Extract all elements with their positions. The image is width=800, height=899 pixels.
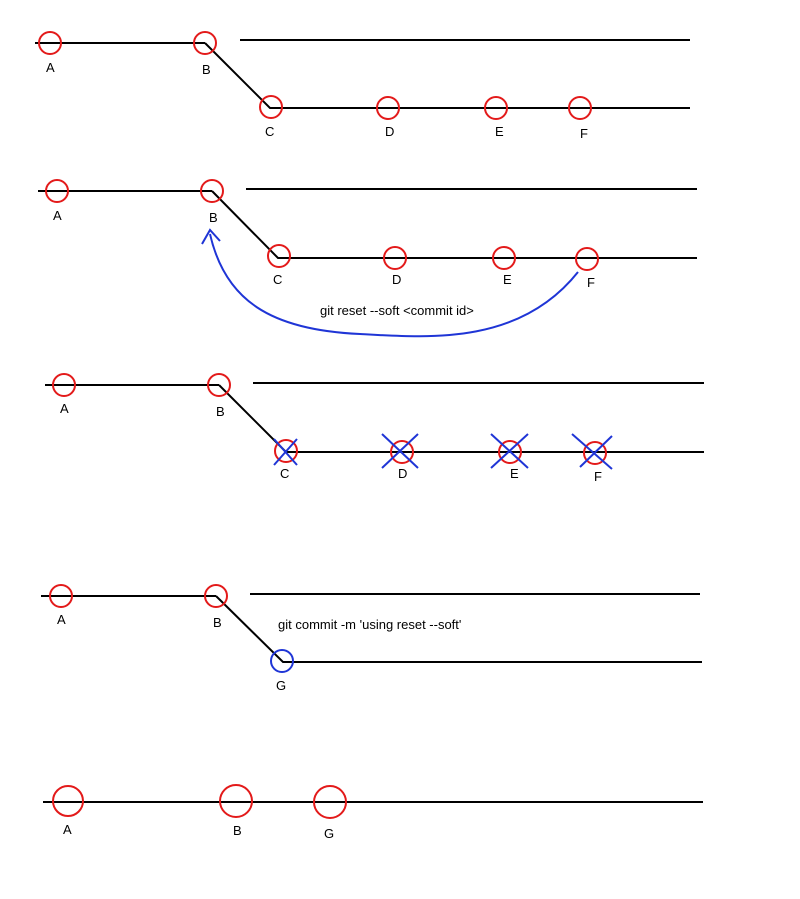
commit-label-g: G — [276, 678, 286, 693]
commit-label-a: A — [63, 822, 72, 837]
commit-label-a: A — [60, 401, 69, 416]
commit-label-b: B — [202, 62, 211, 77]
commit-d — [390, 440, 414, 464]
commit-label-g: G — [324, 826, 334, 841]
commit-c — [267, 244, 291, 268]
commit-label-e: E — [510, 466, 519, 481]
commit-e — [484, 96, 508, 120]
commit-label-c: C — [280, 466, 289, 481]
panel-reset-command: A B C D E F git reset --soft <commit id> — [38, 179, 697, 338]
commit-command-label: git commit -m 'using reset --soft' — [278, 617, 461, 632]
removed-mark-c — [273, 438, 298, 466]
commit-label-e: E — [503, 272, 512, 287]
commit-label-b: B — [233, 823, 242, 838]
commit-b — [204, 584, 228, 608]
commit-label-b: B — [209, 210, 218, 225]
commit-g — [313, 785, 347, 819]
panel-final-history: A B G — [43, 784, 703, 841]
commit-c — [274, 439, 298, 463]
commit-label-c: C — [265, 124, 274, 139]
commit-label-d: D — [398, 466, 407, 481]
commit-label-b: B — [213, 615, 222, 630]
reset-arrow — [209, 233, 579, 338]
removed-mark-d — [381, 433, 419, 469]
branch-line-feature — [215, 595, 702, 663]
commit-b — [193, 31, 217, 55]
commit-label-d: D — [392, 272, 401, 287]
commit-label-a: A — [46, 60, 55, 75]
commit-a — [52, 785, 84, 817]
panel-new-commit: A B G git commit -m 'using reset --soft' — [41, 584, 702, 693]
commit-label-f: F — [580, 126, 588, 141]
commit-f — [568, 96, 592, 120]
reset-command-label: git reset --soft <commit id> — [320, 303, 474, 318]
commit-a — [38, 31, 62, 55]
removed-mark-f — [571, 433, 613, 470]
reset-arrow-head — [201, 228, 221, 245]
commit-b — [200, 179, 224, 203]
commit-f — [583, 441, 607, 465]
commit-a — [45, 179, 69, 203]
commit-e — [498, 440, 522, 464]
commit-label-f: F — [587, 275, 595, 290]
commit-label-c: C — [273, 272, 282, 287]
commit-e — [492, 246, 516, 270]
commit-d — [383, 246, 407, 270]
commit-b — [207, 373, 231, 397]
commit-label-d: D — [385, 124, 394, 139]
commit-g — [270, 649, 294, 673]
commit-a — [52, 373, 76, 397]
commit-c — [259, 95, 283, 119]
branch-line-feature — [204, 42, 690, 109]
branch-line-feature — [211, 190, 697, 259]
commit-b — [219, 784, 253, 818]
panel-commits-removed: A B C D E F — [45, 373, 704, 484]
commit-label-b: B — [216, 404, 225, 419]
commit-f — [575, 247, 599, 271]
commit-label-e: E — [495, 124, 504, 139]
commit-label-a: A — [57, 612, 66, 627]
panel-initial-history: A B C D E F — [35, 31, 690, 141]
removed-mark-e — [490, 433, 529, 469]
commit-label-f: F — [594, 469, 602, 484]
commit-label-a: A — [53, 208, 62, 223]
commit-d — [376, 96, 400, 120]
commit-a — [49, 584, 73, 608]
